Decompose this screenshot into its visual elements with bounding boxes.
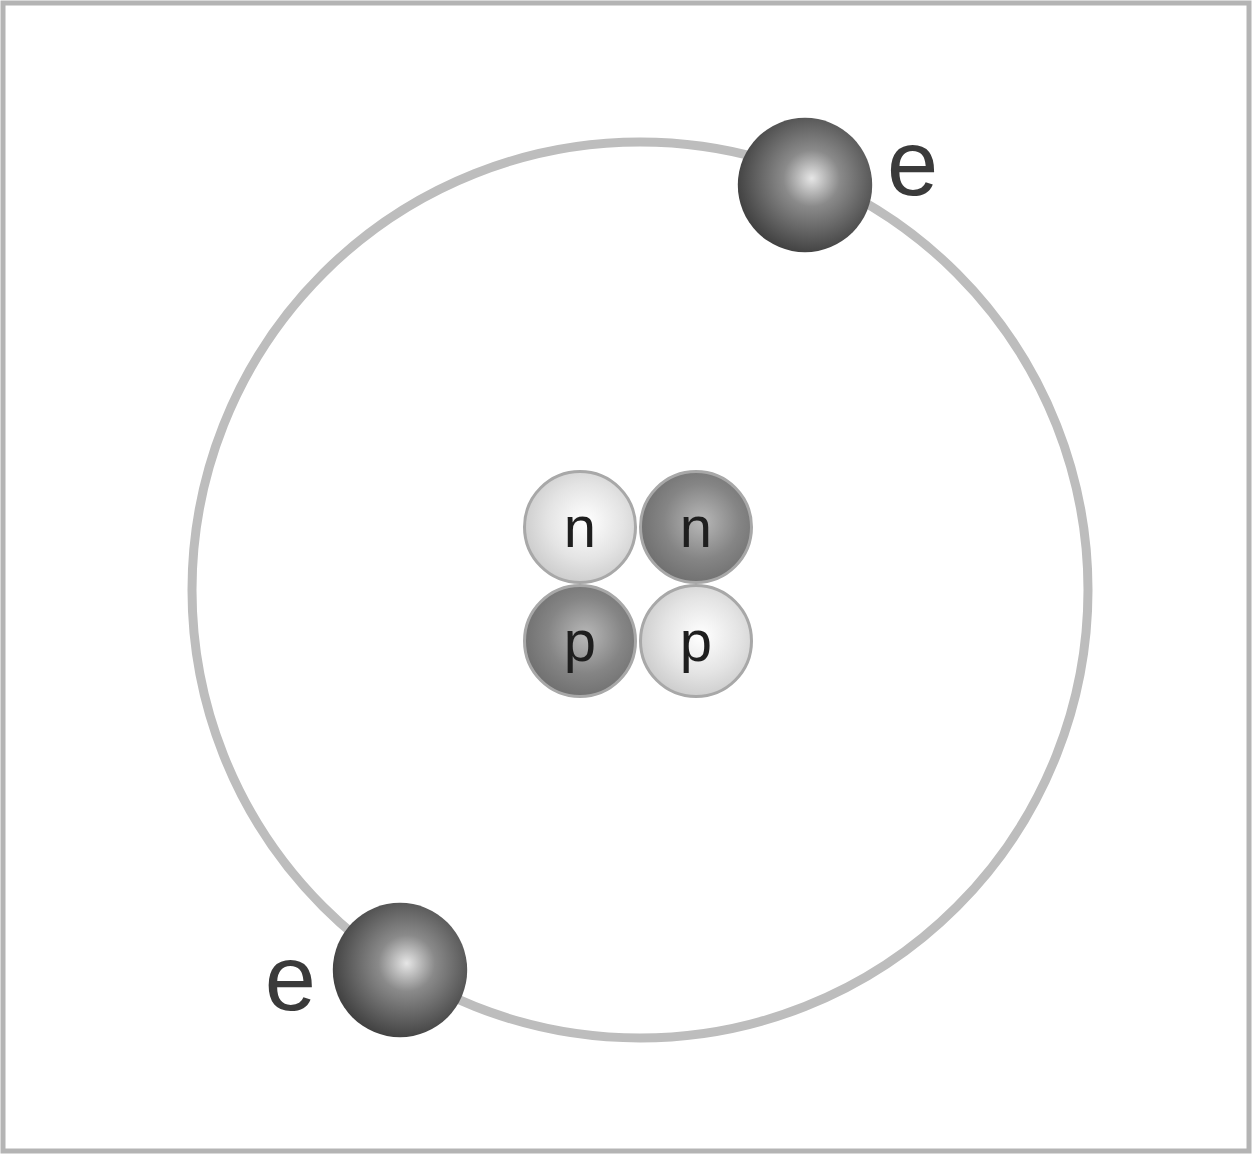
nucleon-dark: p [523, 584, 637, 698]
nucleon-light: n [523, 470, 637, 584]
nucleon-label: n [564, 498, 596, 556]
electron-sphere [735, 115, 875, 255]
electron-label: e [265, 932, 316, 1024]
electron-sphere [330, 900, 470, 1040]
frame [3, 3, 1249, 1151]
nucleon-label: p [680, 612, 712, 670]
nucleon-label: n [680, 498, 712, 556]
nucleon-dark: n [639, 470, 753, 584]
electron-orbit [192, 142, 1088, 1038]
electron: e [735, 115, 875, 255]
electron-label: e [887, 117, 938, 209]
nucleon-label: p [564, 612, 596, 670]
nucleon-light: p [639, 584, 753, 698]
electron: e [330, 900, 470, 1040]
